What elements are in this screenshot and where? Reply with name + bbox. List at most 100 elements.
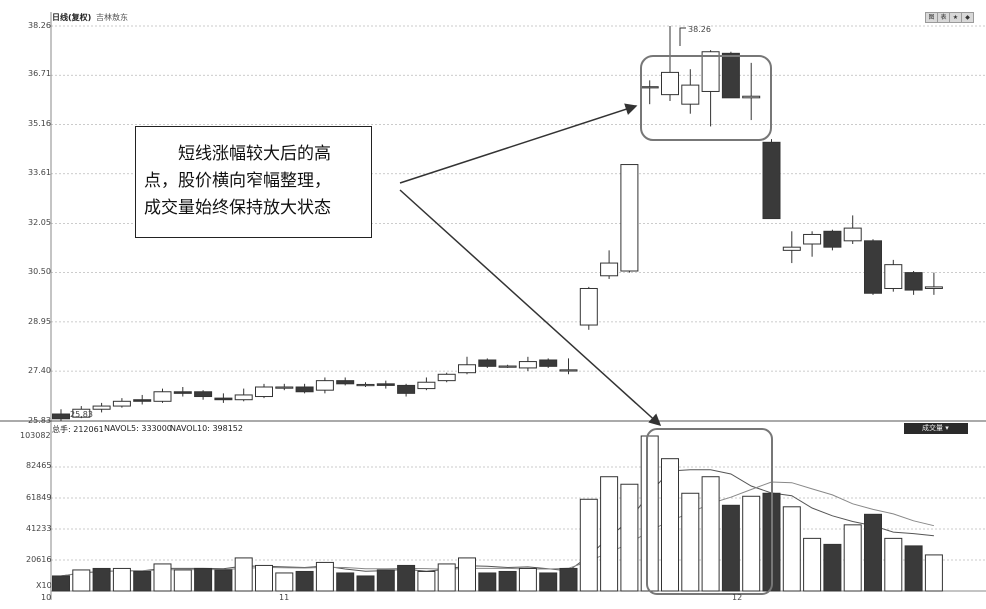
candle-body (437, 373, 456, 382)
callout-line-3: 成交量始终保持放大状态 (144, 198, 331, 218)
date-label: 12 (732, 593, 743, 602)
candle-body (112, 400, 131, 407)
candle-body (823, 230, 842, 248)
volume-bar (661, 458, 679, 592)
volume-bar (620, 483, 639, 592)
volume-bar (864, 513, 882, 592)
candle-body (315, 380, 334, 391)
candle-body (336, 380, 355, 385)
volume-total: 总手: 212061 (52, 425, 104, 434)
candle-body (133, 399, 152, 402)
volume-bar (315, 561, 334, 592)
high-price-label: 38.26 (688, 25, 711, 34)
volume-bar (275, 572, 294, 592)
volume-bar (133, 570, 152, 592)
candle-body (153, 391, 172, 402)
candle-body (904, 272, 923, 291)
volume-bar (295, 570, 314, 592)
volume-bar (924, 554, 943, 592)
volume-bar (823, 543, 842, 592)
volume-unit: X10 (36, 581, 52, 590)
volume-tick: 82465 (26, 461, 52, 470)
volume-bar (112, 567, 131, 592)
candle-body (255, 386, 273, 398)
volume-bar (600, 476, 619, 592)
volume-bar (437, 563, 456, 592)
candle-body (52, 413, 70, 420)
volume-bar (356, 575, 375, 592)
candle-body (397, 384, 416, 394)
date-label: 10 (41, 593, 52, 602)
volume-tick: 61849 (26, 493, 52, 502)
volume-indicator-dropdown[interactable]: 成交量 ▾ (904, 423, 968, 434)
candle-body (620, 164, 639, 272)
volume-bar (417, 570, 436, 592)
candle-body (417, 381, 436, 390)
volume-bar (478, 572, 497, 592)
volume-navol10: NAVOL10: 398152 (170, 424, 243, 433)
price-tick: 33.61 (28, 168, 51, 177)
candle-body (579, 287, 598, 326)
price-tick: 35.16 (28, 119, 51, 128)
candle-body (701, 51, 720, 92)
candle-body (356, 383, 375, 387)
high-price-marker (679, 27, 686, 46)
volume-bar (498, 570, 517, 592)
volume-bar (782, 506, 801, 592)
candle-body (742, 95, 761, 99)
grid-lines (51, 25, 986, 561)
volume-bar (336, 572, 355, 592)
candle-body (194, 391, 213, 398)
volume-bar (72, 569, 91, 592)
volume-bar (214, 569, 233, 592)
volume-tick: 20616 (26, 555, 52, 564)
candle-body (600, 262, 619, 277)
volume-dropdown-label: 成交量 (922, 424, 943, 432)
candle-body (173, 391, 192, 394)
volume-bar (803, 537, 822, 592)
volume-bar (255, 564, 273, 592)
candle-body (72, 408, 91, 418)
candle-body (478, 359, 497, 367)
price-tick: 32.05 (28, 218, 51, 227)
volume-bar (742, 495, 761, 592)
candle-body (295, 386, 314, 393)
volume-bar (397, 564, 416, 592)
candle-body (864, 240, 882, 294)
callout-arrows (399, 27, 686, 427)
candle-body (803, 233, 822, 245)
price-tick: 30.50 (28, 267, 51, 276)
volume-bar (721, 504, 740, 592)
price-tick: 25.83 (28, 416, 51, 425)
volume-bar (92, 567, 111, 592)
volume-bar (579, 498, 598, 592)
callout-line-1: 短线涨幅较大后的高 (144, 144, 331, 164)
volume-bar (376, 569, 395, 592)
price-tick: 38.26 (28, 21, 51, 30)
callout-box: 短线涨幅较大后的高 点，股价横向窄幅整理， 成交量始终保持放大状态 (135, 126, 372, 238)
candle-body (275, 386, 294, 389)
volume-bar (884, 537, 903, 592)
volume-highlight-box (646, 428, 773, 595)
candle-body (234, 394, 253, 401)
candle-body (376, 383, 395, 386)
volume-bar (843, 524, 862, 592)
volume-bar (518, 567, 537, 592)
volume-bar (681, 492, 700, 592)
price-tick: 36.71 (28, 69, 51, 78)
arrow-to-price-box (399, 103, 638, 184)
candle-body (458, 364, 476, 374)
candle-body (498, 365, 517, 368)
volume-bar (559, 567, 578, 592)
low-price-label: 25.83 (70, 410, 93, 419)
candle-body (884, 264, 903, 289)
candle-body (559, 369, 578, 372)
candlesticks (52, 26, 943, 421)
volume-bar (701, 476, 720, 592)
volume-bar (52, 575, 70, 592)
highlight-boxes (640, 55, 773, 595)
chart-title: 日线(复权) (52, 13, 92, 22)
toolbar-button-settings[interactable]: ◆ (961, 12, 974, 23)
volume-tick: 103082 (20, 431, 51, 440)
